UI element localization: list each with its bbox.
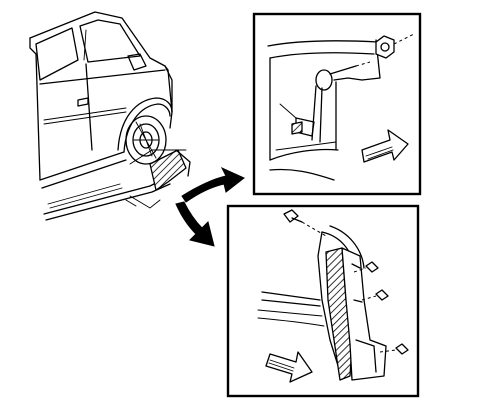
- callout-arrow-upper: [181, 166, 245, 203]
- direction-arrow-icon-lower: [265, 351, 313, 383]
- callout-arrow-lower: [175, 201, 215, 247]
- nut-icon: [375, 35, 395, 59]
- detail-panel-upper: [252, 12, 422, 196]
- bolt-icon-lower: [379, 343, 409, 355]
- bolt-icon-upper: [353, 261, 379, 273]
- bolt-icon-middle: [361, 289, 389, 301]
- screw-icon-top: [283, 209, 303, 223]
- detail-panel-lower: [226, 204, 420, 398]
- vehicle-side-view: [29, 11, 191, 221]
- bolt-icon: [315, 65, 357, 91]
- direction-arrow-icon: [361, 129, 409, 163]
